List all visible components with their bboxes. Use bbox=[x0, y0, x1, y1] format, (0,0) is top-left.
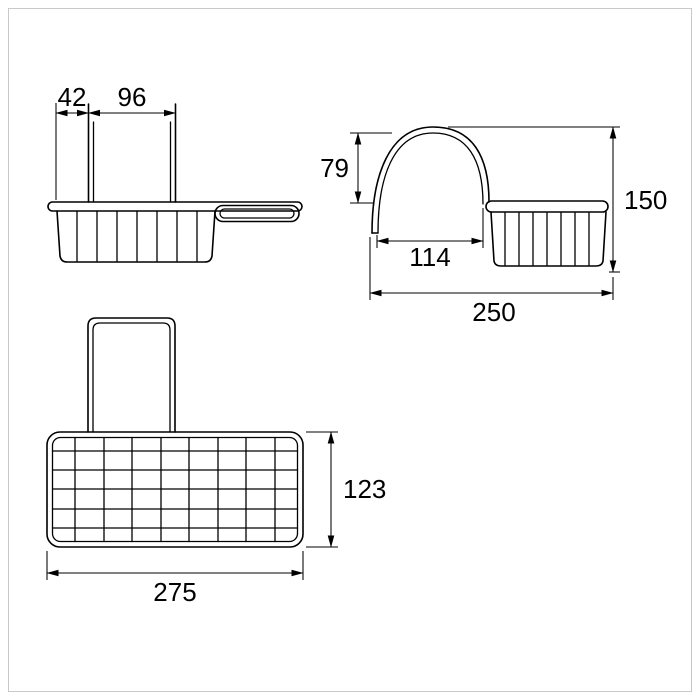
front-hook bbox=[87, 103, 177, 203]
dim-label-79: 79 bbox=[320, 153, 349, 183]
side-view: 79 114 150 250 bbox=[320, 126, 667, 327]
dim-label-96: 96 bbox=[118, 82, 147, 112]
plan-hook bbox=[87, 317, 176, 433]
plan-dimensions: 123 275 bbox=[46, 431, 386, 607]
front-view: 42 96 bbox=[47, 82, 303, 263]
page-border bbox=[8, 8, 692, 692]
dim-label-123: 123 bbox=[343, 474, 386, 504]
front-tray bbox=[214, 204, 300, 223]
basket-outline bbox=[490, 211, 607, 267]
dim-label-114: 114 bbox=[409, 242, 450, 272]
dim-label-250: 250 bbox=[472, 297, 515, 327]
hook-outer bbox=[87, 317, 176, 433]
front-rim bbox=[47, 201, 303, 212]
front-basket bbox=[56, 210, 216, 263]
rim-bar bbox=[47, 201, 303, 212]
dim-label-150: 150 bbox=[624, 185, 667, 215]
hook-inner-curve bbox=[377, 132, 484, 234]
tray-inner bbox=[219, 208, 295, 219]
hook-inner bbox=[92, 322, 171, 433]
basket-outline bbox=[56, 210, 216, 263]
front-dimensions: 42 96 bbox=[55, 82, 176, 200]
tray-outline bbox=[214, 204, 300, 223]
dim-label-275: 275 bbox=[153, 577, 196, 607]
side-dimensions: 79 114 150 250 bbox=[320, 126, 667, 327]
side-hook bbox=[371, 126, 490, 234]
dim-label-42: 42 bbox=[58, 82, 87, 112]
rim-bar bbox=[485, 200, 609, 213]
side-basket bbox=[485, 200, 609, 267]
hook-outer-curve bbox=[371, 126, 490, 234]
basket-outline bbox=[46, 431, 304, 548]
plan-view: 123 275 bbox=[46, 317, 386, 607]
plan-basket bbox=[46, 431, 304, 548]
